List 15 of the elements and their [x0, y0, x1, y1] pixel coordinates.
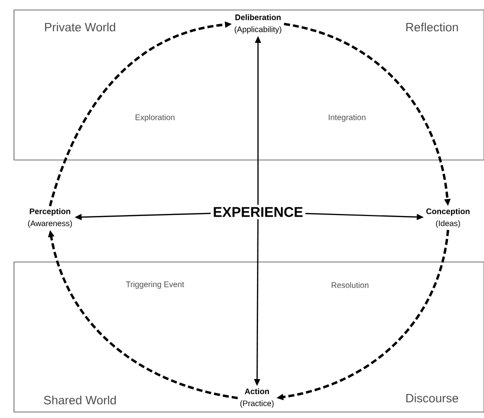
- stage-label: Action (Practice): [240, 388, 274, 408]
- region-label: Discourse: [406, 394, 458, 402]
- region-label: Shared World: [44, 396, 116, 404]
- stage-label: Conception (Ideas): [426, 208, 470, 228]
- region-label: Reflection: [406, 22, 458, 32]
- band-box: [14, 262, 484, 412]
- phase-label: Triggering Event: [126, 281, 184, 289]
- stage-label: Perception (Awareness): [28, 208, 72, 228]
- phase-label: Exploration: [136, 114, 174, 122]
- stage-label: Deliberation (Applicability): [234, 14, 282, 34]
- center-label: EXPERIENCE: [214, 207, 303, 217]
- region-label: Private World: [45, 22, 116, 32]
- band-box: [14, 10, 484, 160]
- phase-label: Integration: [328, 114, 366, 122]
- phase-label: Resolution: [332, 282, 368, 288]
